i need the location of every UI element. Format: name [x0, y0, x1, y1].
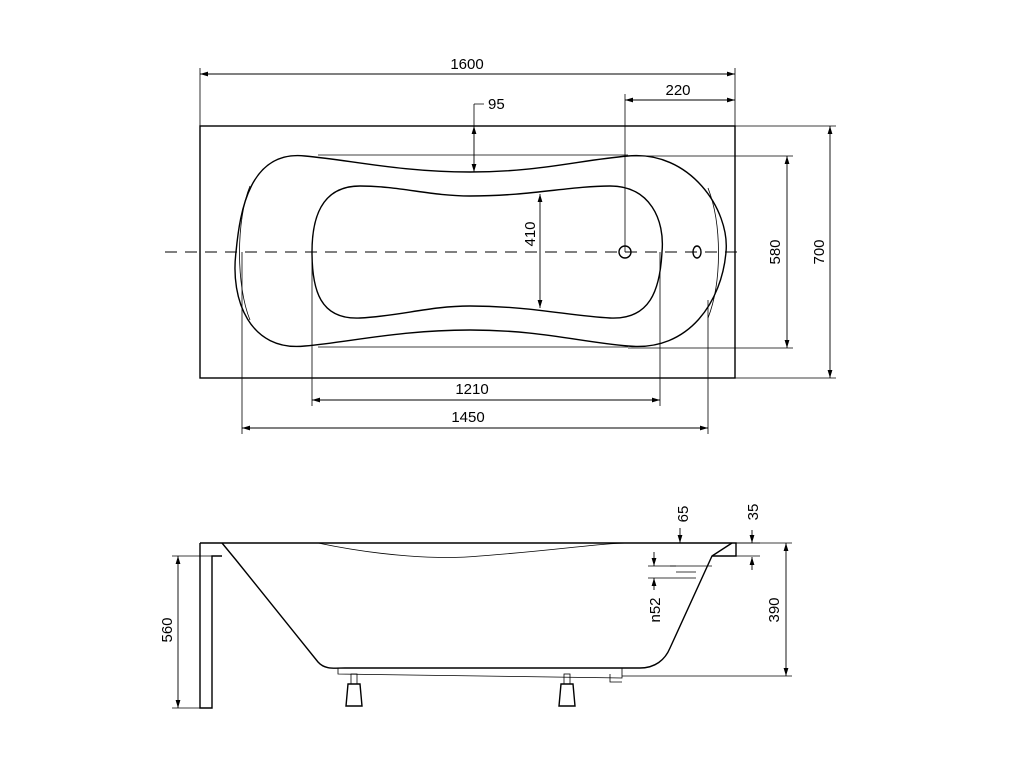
dim-label-700: 700	[811, 239, 828, 264]
tub-base-plate	[337, 668, 623, 679]
basin-left-edge	[239, 185, 251, 321]
dim-label-1450: 1450	[451, 409, 484, 426]
dim-label-410: 410	[522, 221, 539, 246]
top-view: 1600 220 95 410 580 700 1210 1450	[165, 56, 836, 434]
dim-label-65: 65	[675, 506, 692, 523]
dim-label-1600: 1600	[450, 56, 483, 73]
dim-label-580: 580	[767, 239, 784, 264]
side-panel	[199, 543, 222, 709]
dim-label-n52: n52	[647, 597, 664, 622]
tub-rim-curve	[317, 542, 631, 558]
basin-right-edge	[707, 187, 719, 319]
basin-inner-outline	[311, 185, 664, 319]
tub-body	[221, 542, 733, 669]
side-view: 65 35 n52 390 560	[159, 504, 792, 709]
dim-label-220: 220	[665, 82, 690, 99]
foot-left	[345, 673, 363, 707]
basin-outer-outline	[234, 154, 727, 348]
dim-label-560: 560	[159, 617, 176, 642]
overflow-fitting	[670, 565, 712, 579]
foot-right	[558, 673, 576, 707]
dim-label-35: 35	[745, 504, 762, 521]
dim-label-95: 95	[488, 96, 505, 113]
overflow-icon	[692, 245, 702, 259]
dim-label-390: 390	[766, 597, 783, 622]
dim-label-1210: 1210	[455, 381, 488, 398]
